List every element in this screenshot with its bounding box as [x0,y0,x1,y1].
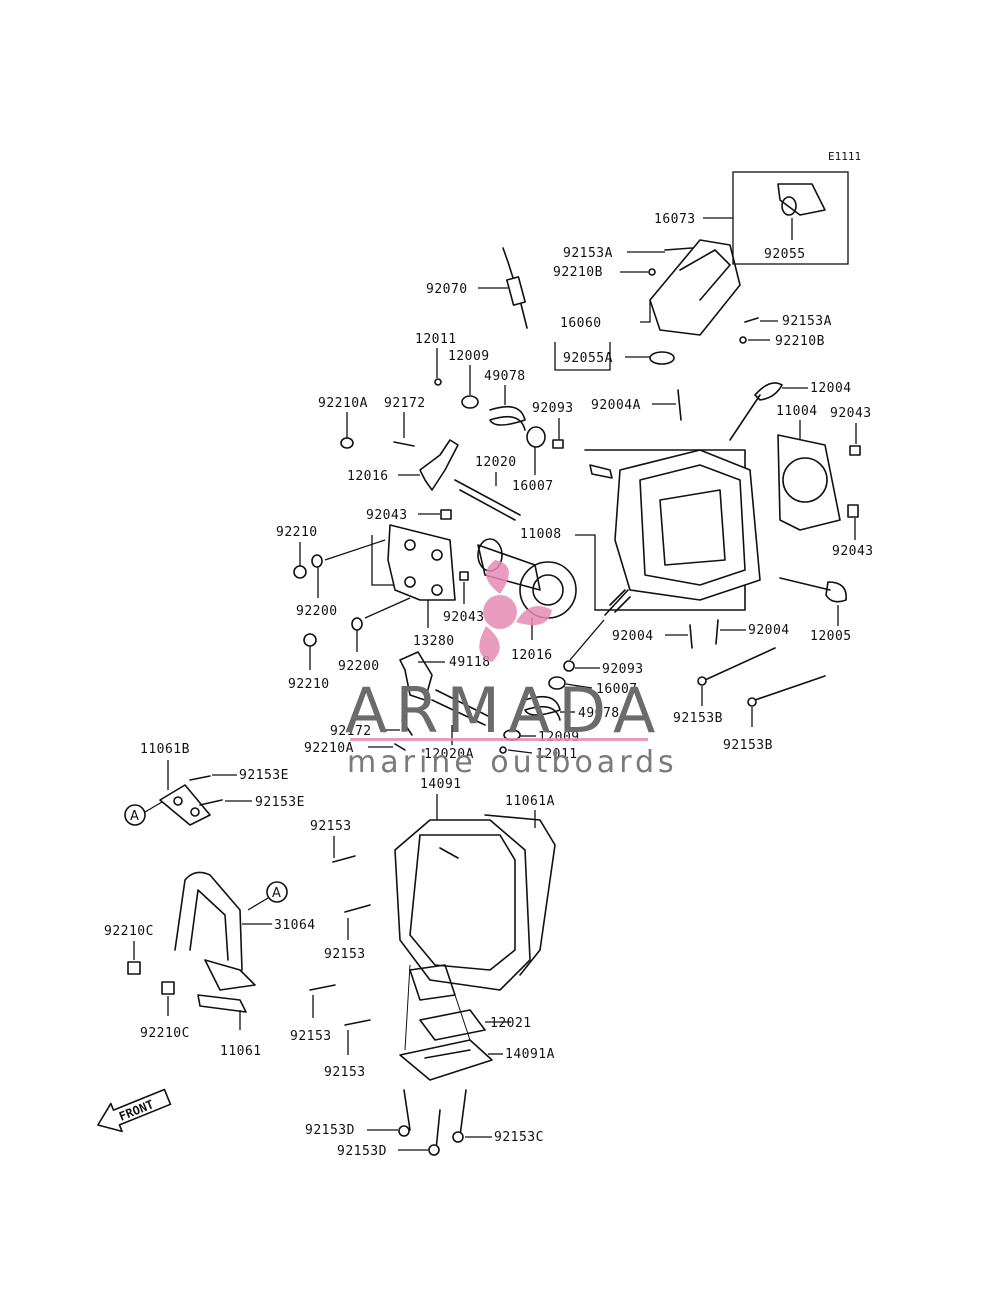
camshaft-holder-13280 [324,524,456,619]
label-11061: 11061 [220,1044,262,1059]
label-92153E-lower: 92153E [255,795,305,810]
label-16007-upper: 16007 [512,479,554,494]
pipe-31064 [174,871,256,991]
label-92004-right: 92004 [748,623,790,638]
watermark-brand: ARMADA [345,674,663,747]
label-92043-left: 92043 [366,508,408,523]
label-92153A-upper: 92153A [563,246,613,261]
label-12005: 12005 [810,629,852,644]
label-12020A: 12020A [424,747,474,762]
callout-A-right-text: A [272,886,281,901]
label-16073: 16073 [654,212,696,227]
label-12011-lower: 12011 [536,747,578,762]
label-12009-upper: 12009 [448,349,490,364]
label-92153C: 92153C [494,1130,544,1145]
label-12011-upper: 12011 [415,332,457,347]
label-92004A: 92004A [591,398,641,413]
label-92055: 92055 [764,247,806,262]
label-92172-upper: 92172 [384,396,426,411]
label-92004-left: 92004 [612,629,654,644]
label-14091: 14091 [420,777,462,792]
label-92153A-lower: 92153A [782,314,832,329]
label-92153-1: 92153 [310,819,352,834]
label-92153-4: 92153 [324,1065,366,1080]
label-14091A: 14091A [505,1047,555,1062]
label-92210C-upper: 92210C [104,924,154,939]
label-92043-right-upper: 92043 [830,406,872,421]
camshaft-sprocket [459,538,577,619]
callout-A-left [124,804,146,826]
label-92210-upper: 92210 [276,525,318,540]
label-92200-upper: 92200 [296,604,338,619]
label-92200-lower: 92200 [338,659,380,674]
label-92153B-left: 92153B [673,711,723,726]
label-92093-upper: 92093 [532,401,574,416]
label-49078-lower: 49078 [578,706,620,721]
callout-A-left-text: A [130,809,139,824]
valve-12004 [729,382,808,441]
watermark-tagline: marine outboards [347,745,678,780]
label-92210B-upper: 92210B [553,265,603,280]
label-92210C-lower: 92210C [140,1026,190,1041]
label-92070: 92070 [426,282,468,297]
label-92210-lower: 92210 [288,677,330,692]
label-92153D-upper: 92153D [305,1123,355,1138]
label-92153-2: 92153 [324,947,366,962]
label-11061B: 11061B [140,742,190,757]
label-92172-lower: 92172 [330,724,372,739]
spark-plug-92070 [478,247,528,329]
armada-watermark: ARMADA marine outboards [345,560,678,780]
label-12004: 12004 [810,381,852,396]
label-92043-right-lower: 92043 [832,544,874,559]
label-11008: 11008 [520,527,562,542]
label-49118: 12016 [511,648,553,663]
label-12016-lower: 49118 [449,655,491,670]
label-92055A: 92055A [563,351,613,366]
label-92210B-lower: 92210B [775,334,825,349]
label-31064: 31064 [274,918,316,933]
part-group-16073 [703,171,849,265]
label-92210A-upper: 92210A [318,396,368,411]
cylinder-head-11008 [575,449,761,613]
label-92093-lower: 92093 [602,662,644,677]
label-92153D-lower: 92153D [337,1144,387,1159]
label-12020: 12020 [475,455,517,470]
label-92153B-right: 92153B [723,738,773,753]
front-direction-arrow: FRONT [97,1088,172,1133]
part-group-16060 [554,239,778,371]
head-cover-14091 [394,814,556,1001]
label-16060: 16060 [560,316,602,331]
label-92043-center: 92043 [443,610,485,625]
label-11061A: 11061A [505,794,555,809]
label-12021: 12021 [490,1016,532,1031]
label-49078-upper: 49078 [484,369,526,384]
label-12009-lower: 12009 [538,730,580,745]
label-11004: 11004 [776,404,818,419]
label-92153-3: 92153 [290,1029,332,1044]
label-92153E-upper: 92153E [239,768,289,783]
callout-A-right [266,881,288,903]
valve-12005 [779,577,847,626]
label-16007-lower: 16007 [596,682,638,697]
label-12016-upper: 12016 [347,469,389,484]
label-92210A-lower: 92210A [304,741,354,756]
diagram-ref-code: E1111 [828,150,861,163]
label-13280: 13280 [413,634,455,649]
